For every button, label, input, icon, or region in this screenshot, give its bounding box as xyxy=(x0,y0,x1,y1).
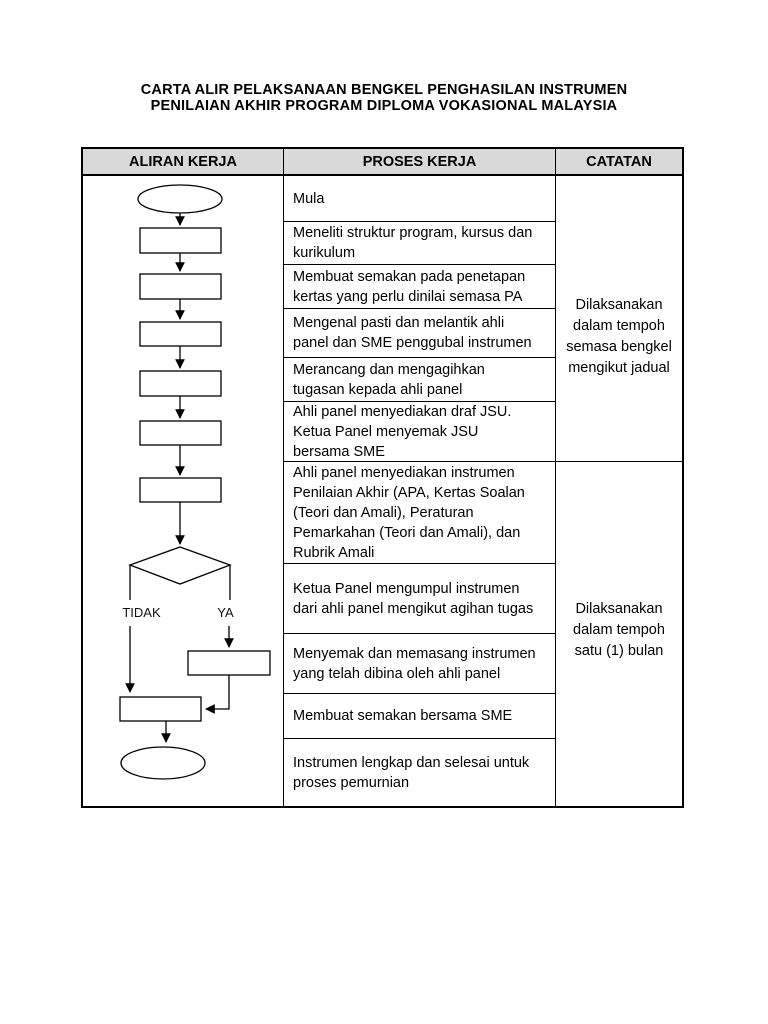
process-row-semakan-sme: Membuat semakan bersama SME xyxy=(284,694,555,739)
title-line-2: PENILAIAN AKHIR PROGRAM DIPLOMA VOKASION… xyxy=(150,98,618,114)
yes-branch-label: YA xyxy=(217,605,234,620)
header-catatan: CATATAN xyxy=(586,153,652,170)
process-column: Mula Meneliti struktur program, kursus d… xyxy=(284,176,556,806)
process-box-4 xyxy=(139,370,222,397)
page-title: CARTA ALIR PELAKSANAAN BENGKEL PENGHASIL… xyxy=(0,82,768,114)
process-box-2 xyxy=(139,273,222,300)
start-terminator-oval xyxy=(137,184,223,214)
merge-process-box xyxy=(119,696,202,722)
flowchart-diagram: TIDAK YA xyxy=(119,184,271,780)
process-box-6 xyxy=(139,477,222,503)
notes-column: Dilaksanakan dalam tempoh semasa bengkel… xyxy=(556,176,682,806)
header-proses-kerja: PROSES KERJA xyxy=(284,149,556,174)
process-row-semakan-kertas: Membuat semakan pada penetapan kertas ya… xyxy=(284,265,555,309)
end-terminator-oval xyxy=(120,746,206,780)
flowchart-table: ALIRAN KERJA PROSES KERJA CATATAN xyxy=(81,147,684,808)
note-workshop-period: Dilaksanakan dalam tempoh semasa bengkel… xyxy=(556,176,682,462)
yes-to-merge-elbow-arrow xyxy=(205,675,230,714)
process-box-3 xyxy=(139,321,222,347)
table-header-row: ALIRAN KERJA PROSES KERJA CATATAN xyxy=(83,149,682,176)
process-row-mengenal-pasti: Mengenal pasti dan melantik ahli panel d… xyxy=(284,309,555,358)
process-row-mengumpul: Ketua Panel mengumpul instrumen dari ahl… xyxy=(284,564,555,634)
process-row-merancang: Merancang dan mengagihkan tugasan kepada… xyxy=(284,358,555,402)
process-row-lengkap: Instrumen lengkap dan selesai untuk pros… xyxy=(293,754,530,791)
process-row-mula: Mula xyxy=(284,176,555,222)
process-row-instrumen-apa: Ahli panel menyediakan instrumen Penilai… xyxy=(284,462,555,564)
process-row-meneliti: Meneliti struktur program, kursus dan ku… xyxy=(284,222,555,265)
decision-diamond xyxy=(128,546,232,585)
table-body: TIDAK YA Mula Meneliti struktur program,… xyxy=(83,176,682,806)
process-box-1 xyxy=(139,227,222,254)
flowchart-cell: TIDAK YA xyxy=(83,176,284,806)
title-line-1: CARTA ALIR PELAKSANAAN BENGKEL PENGHASIL… xyxy=(140,82,628,98)
note-one-month: Dilaksanakan dalam tempoh satu (1) bulan xyxy=(573,600,665,659)
process-row-draf-jsu: Ahli panel menyediakan draf JSU. Ketua P… xyxy=(284,402,555,462)
yes-process-box xyxy=(187,650,271,676)
header-aliran-kerja: ALIRAN KERJA xyxy=(83,149,284,174)
process-box-5 xyxy=(139,420,222,446)
process-row-memasang: Menyemak dan memasang instrumen yang tel… xyxy=(284,634,555,694)
no-branch-label: TIDAK xyxy=(122,605,161,620)
